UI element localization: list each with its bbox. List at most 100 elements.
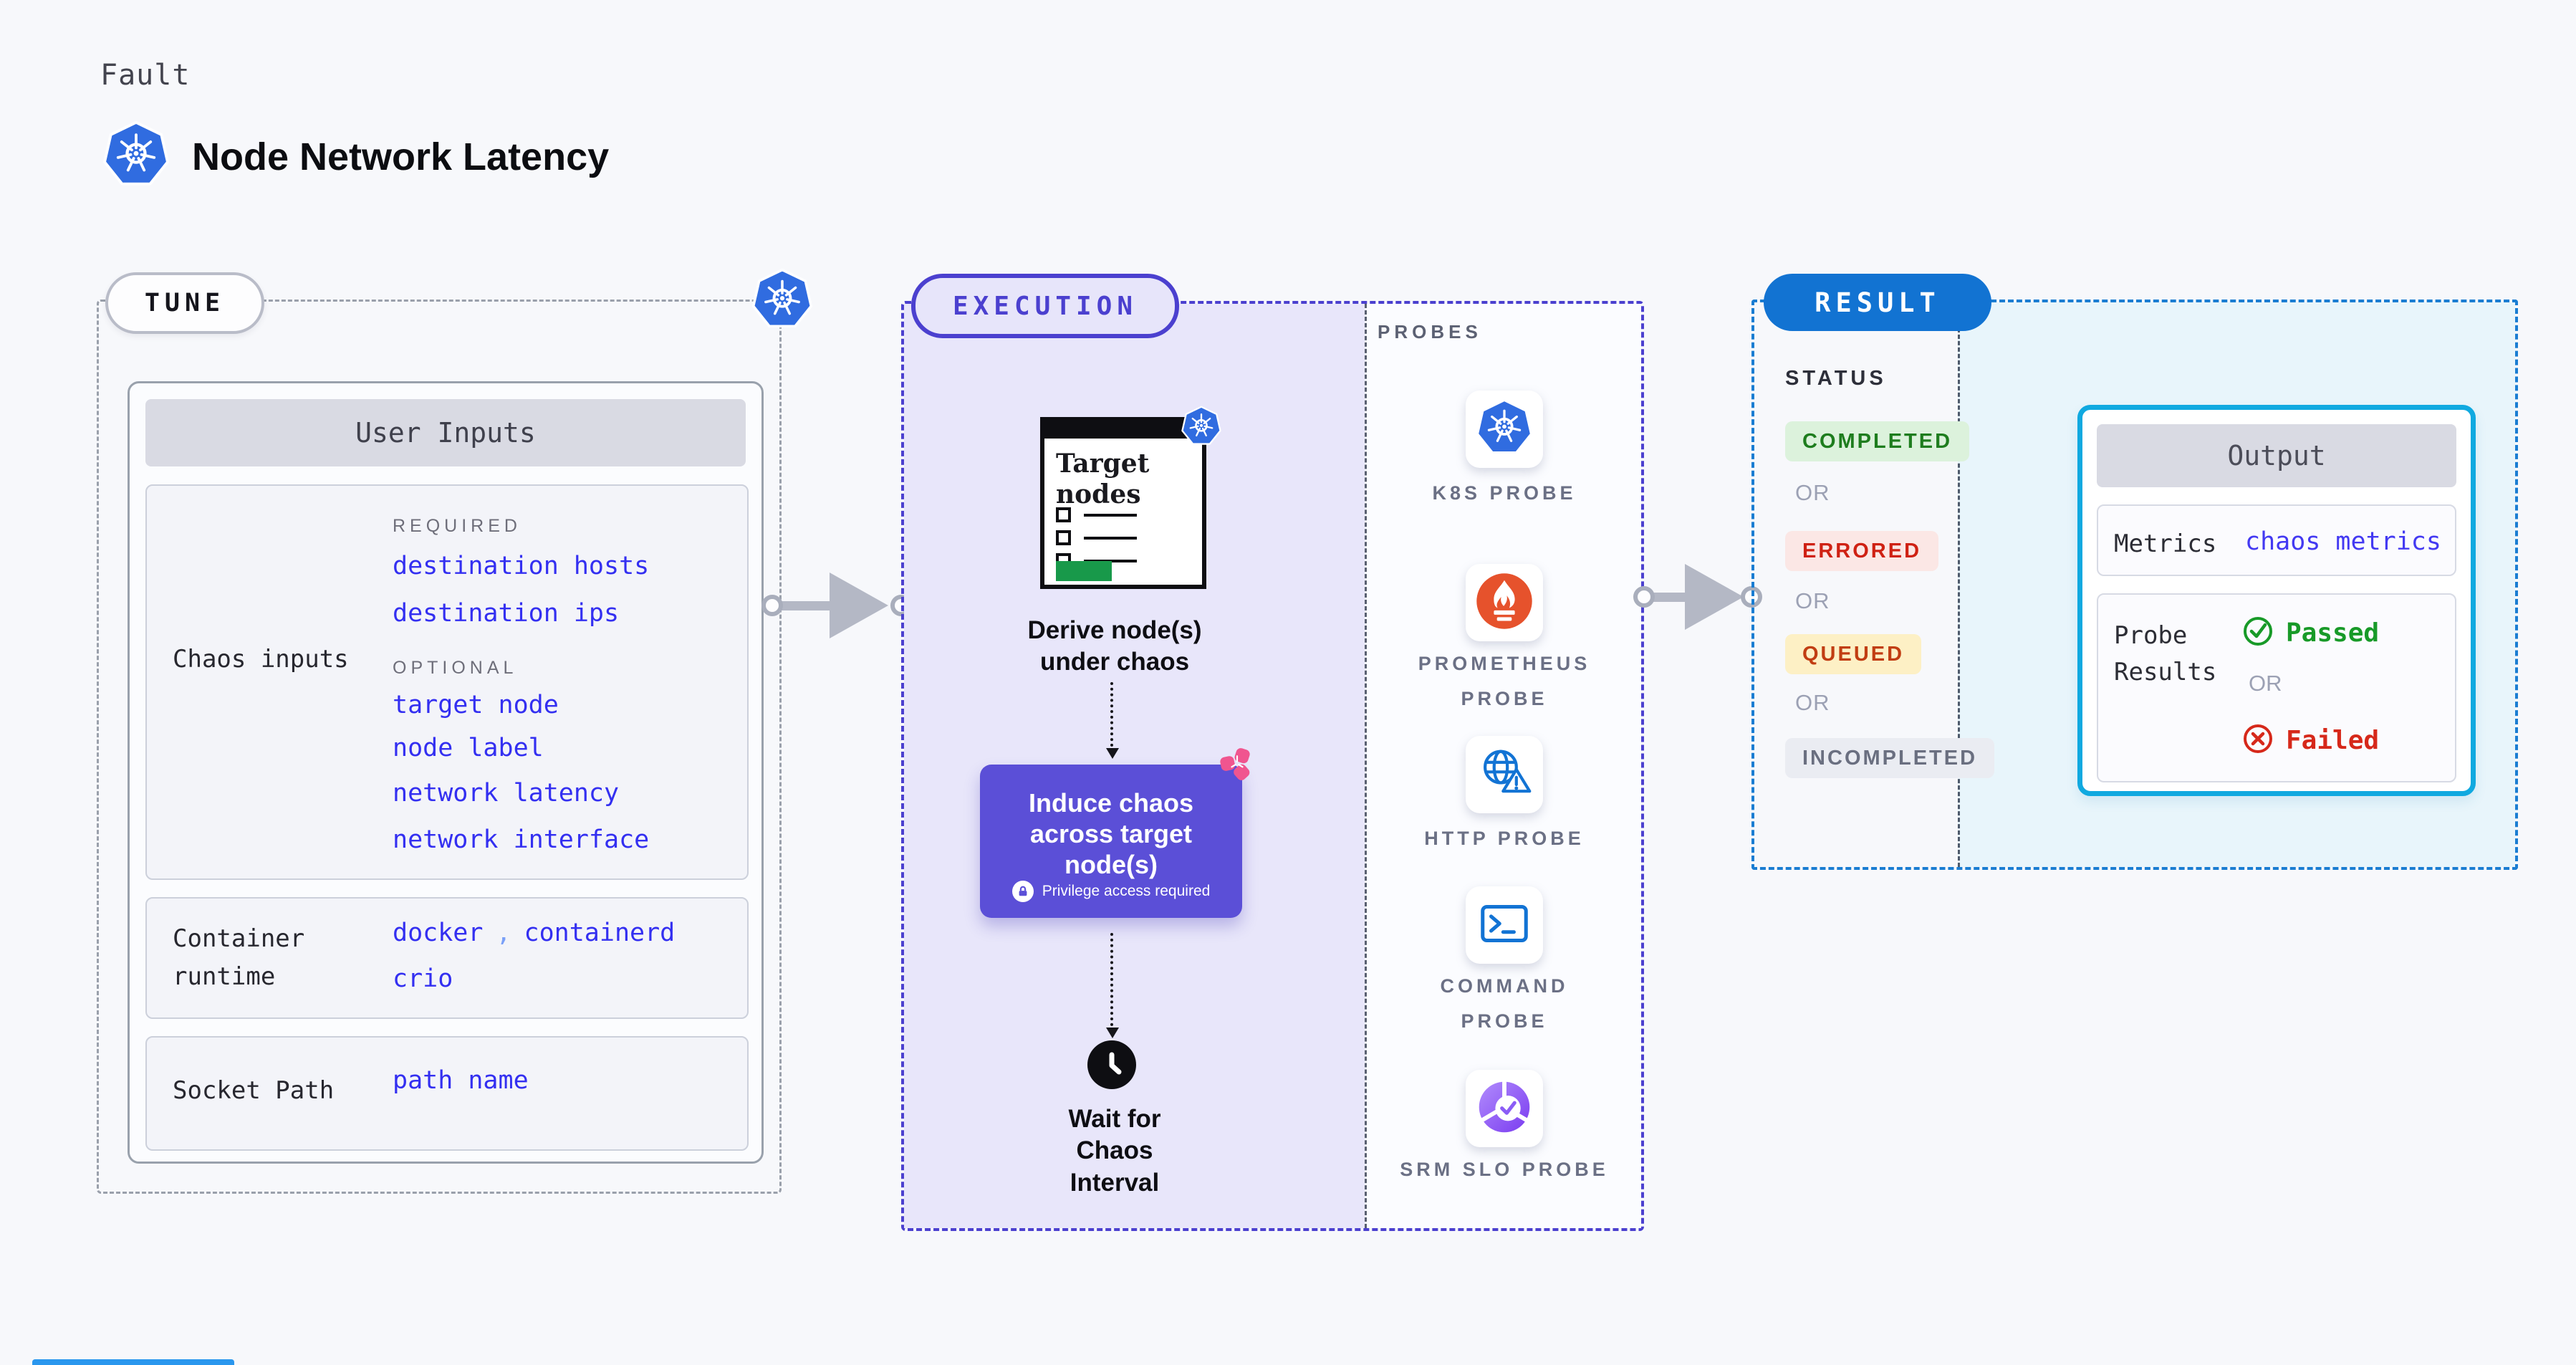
status-badge-incompleted: INCOMPLETED [1785, 738, 1995, 778]
failed-label: Failed [2286, 725, 2380, 755]
required-label: REQUIRED [393, 516, 522, 536]
figure-title-bar [1044, 421, 1202, 439]
passed-row: Passed [2241, 615, 2379, 651]
or-label: OR [1795, 690, 1830, 715]
optional-label: OPTIONAL [393, 658, 518, 678]
chaos-inputs-section: Chaos inputs REQUIRED destination hosts … [145, 484, 749, 880]
clock-icon [1087, 1040, 1136, 1089]
probe-results-row: Probe Results Passed OR Failed [2097, 593, 2456, 782]
status-badge-completed: COMPLETED [1785, 421, 1970, 461]
induce-chaos-box: Induce chaos across target node(s) Privi… [980, 765, 1242, 918]
tune-panel [97, 300, 782, 1194]
input-destination-hosts: destination hosts [393, 552, 650, 580]
probe-label: K8S PROBE [1432, 482, 1577, 504]
flow-dotted-line [1110, 933, 1113, 1026]
container-runtime-section: Container runtime docker, containerd crio [145, 897, 749, 1019]
status-title: STATUS [1785, 367, 1887, 390]
input-destination-ips: destination ips [393, 599, 620, 628]
probes-title: PROBES [1378, 321, 1482, 343]
step-wait-interval: Wait for Chaos Interval [1068, 1105, 1161, 1197]
target-nodes-figure: Target nodes [1040, 417, 1206, 589]
runtime-docker: docker [393, 919, 484, 947]
runtime-values: docker, containerd [393, 919, 675, 947]
kubernetes-icon [751, 268, 814, 334]
kubernetes-icon [1475, 398, 1534, 460]
status-badge-queued: QUEUED [1785, 634, 1922, 674]
fault-kicker: Fault [100, 59, 191, 92]
metrics-label: Metrics [2114, 530, 2217, 558]
flow-dotted-line [1110, 682, 1113, 747]
terminal-icon [1474, 894, 1534, 957]
http-globe-warning-icon [1474, 743, 1534, 806]
probe-results-label: Probe Results [2114, 621, 2217, 686]
runtime-separator: , [496, 919, 511, 947]
execution-badge: EXECUTION [911, 274, 1179, 338]
step-induce-chaos: Induce chaos across target node(s) [1028, 788, 1194, 880]
prometheus-icon [1474, 570, 1535, 635]
container-runtime-label: Container runtime [173, 924, 305, 991]
metrics-row: Metrics chaos metrics [2097, 504, 2456, 576]
node-line [1084, 536, 1137, 540]
step-derive-nodes: Derive node(s) under chaos [1027, 616, 1202, 676]
arrow-shaft [1644, 593, 1694, 602]
privilege-note: Privilege access required [1042, 883, 1211, 899]
input-node-label: node label [393, 734, 544, 762]
command-probe-card [1466, 886, 1543, 964]
privilege-note-row: Privilege access required [980, 881, 1242, 902]
user-inputs-header: User Inputs [145, 399, 746, 466]
checkbox-icon [1056, 530, 1071, 545]
metrics-value: chaos metrics [2245, 527, 2441, 556]
runtime-crio: crio [393, 964, 453, 993]
input-target-node: target node [393, 691, 559, 719]
node-checkbox-row [1056, 507, 1137, 522]
output-header: Output [2097, 424, 2456, 487]
result-badge: RESULT [1764, 274, 1991, 331]
arrow-head [830, 573, 888, 638]
checkbox-icon [1056, 507, 1071, 522]
failed-row: Failed [2241, 722, 2379, 758]
partial-blue-bar [32, 1359, 234, 1365]
connector-dot [761, 595, 783, 616]
http-probe-card [1466, 736, 1543, 813]
select-button-shape [1056, 561, 1112, 581]
slo-gauge-icon [1474, 1077, 1534, 1140]
input-network-interface: network interface [393, 825, 650, 854]
lock-icon [1011, 881, 1034, 902]
output-card: Output Metrics chaos metrics Probe Resul… [2077, 405, 2476, 796]
node-line [1084, 559, 1137, 562]
probe-label: HTTP PROBE [1424, 828, 1585, 849]
probe-label: COMMAND PROBE [1440, 975, 1569, 1032]
or-label: OR [2249, 671, 2282, 696]
litmus-chaos-icon [1218, 744, 1256, 786]
probe-label: PROMETHEUS PROBE [1418, 653, 1591, 709]
socket-path-value: path name [393, 1066, 529, 1095]
connector-dot [1633, 586, 1655, 608]
srm-slo-probe-card [1466, 1070, 1543, 1147]
kubernetes-icon [102, 120, 170, 192]
input-network-latency: network latency [393, 779, 620, 808]
node-checkbox-row [1056, 530, 1137, 545]
socket-path-section: Socket Path path name [145, 1036, 749, 1151]
arrow-down-icon [1106, 748, 1119, 759]
socket-path-label: Socket Path [173, 1076, 335, 1105]
user-inputs-card: User Inputs Chaos inputs REQUIRED destin… [128, 381, 764, 1164]
arrow-shaft [772, 601, 844, 610]
runtime-containerd: containerd [524, 919, 676, 947]
passed-label: Passed [2286, 618, 2380, 648]
k8s-probe-card [1466, 391, 1543, 468]
status-badge-errored: ERRORED [1785, 531, 1939, 571]
probe-label: SRM SLO PROBE [1400, 1159, 1609, 1180]
arrow-head [1685, 564, 1744, 630]
x-circle-icon [2241, 722, 2274, 758]
node-line [1084, 513, 1137, 517]
arrow-down-icon [1106, 1028, 1119, 1038]
check-circle-icon [2241, 615, 2274, 651]
chaos-inputs-label: Chaos inputs [173, 645, 349, 674]
target-nodes-caption: Target nodes [1056, 449, 1150, 510]
kubernetes-icon [1181, 406, 1222, 450]
tune-badge: TUNE [105, 272, 264, 334]
or-label: OR [1795, 480, 1830, 505]
page-title: Node Network Latency [192, 135, 610, 178]
prometheus-probe-card [1466, 564, 1543, 641]
or-label: OR [1795, 588, 1830, 613]
